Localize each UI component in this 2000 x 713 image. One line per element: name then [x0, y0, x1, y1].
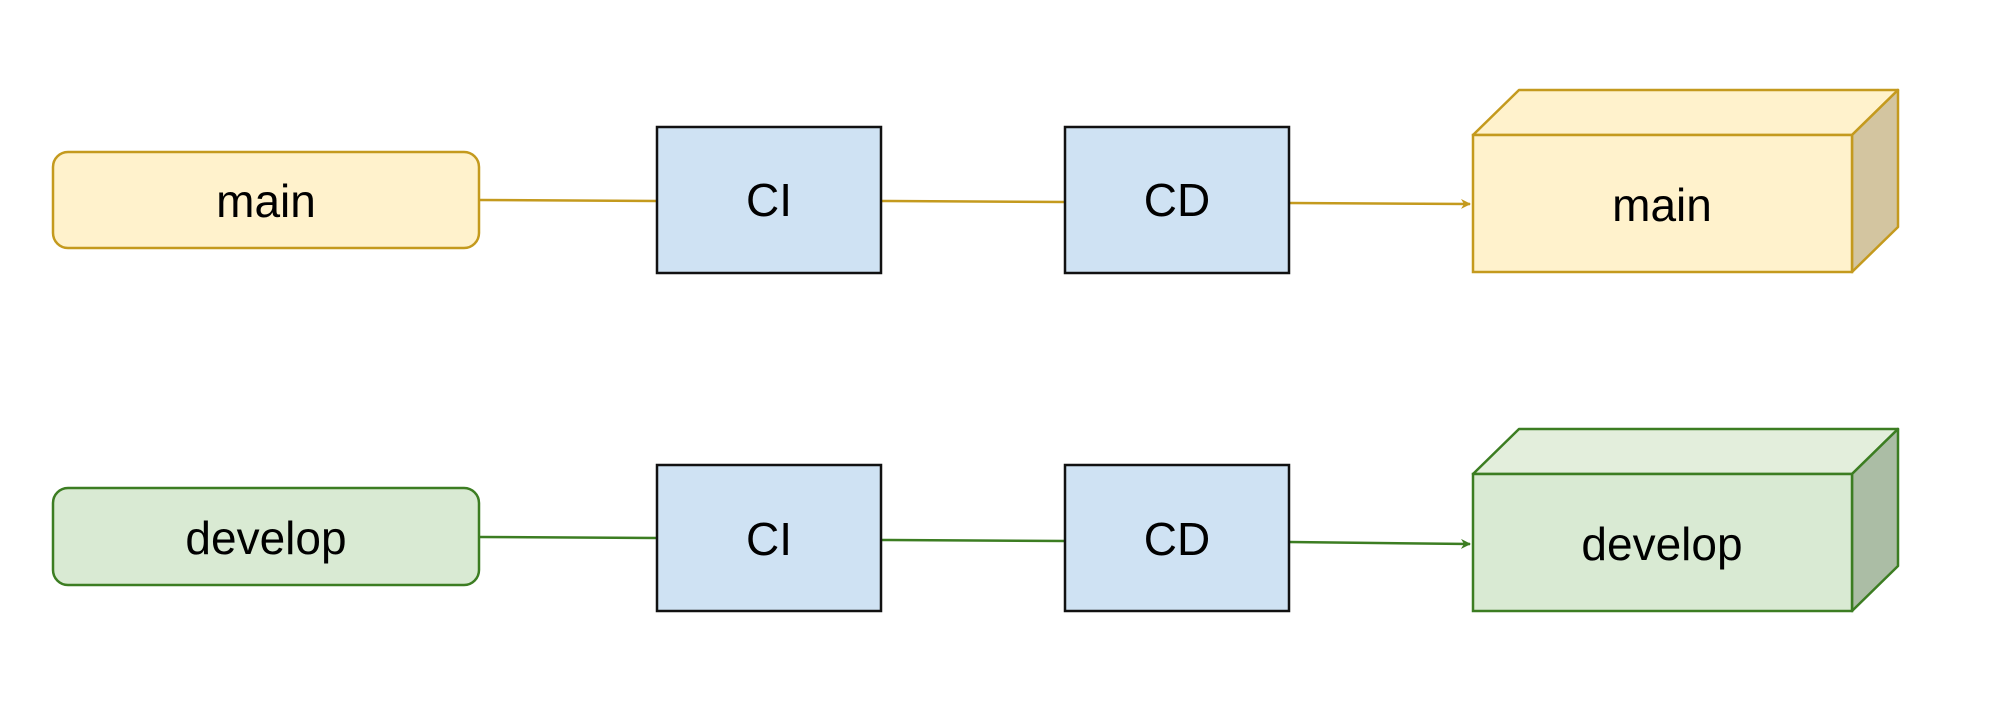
step-node-ci[interactable]: CI	[655, 125, 883, 275]
branch-node-main[interactable]: main	[51, 150, 481, 250]
connector-main-to-ci	[479, 198, 659, 203]
environment-box-develop[interactable]: develop	[1471, 427, 1900, 613]
environment-box-label: main	[1612, 179, 1712, 231]
box-top-face	[1471, 88, 1900, 137]
step-node-cd[interactable]: CD	[1063, 463, 1291, 613]
arrow-cd-to-main-target	[1288, 198, 1471, 209]
step-node-label: CI	[746, 513, 792, 565]
step-node-label: CD	[1144, 513, 1210, 565]
step-node-label: CI	[746, 174, 792, 226]
step-node-label: CD	[1144, 174, 1210, 226]
environment-box-main[interactable]: main	[1471, 88, 1900, 274]
connector-ci-to-cd	[880, 199, 1067, 204]
branch-node-develop[interactable]: develop	[51, 486, 481, 587]
step-node-cd[interactable]: CD	[1063, 125, 1291, 275]
box-front-face	[1471, 133, 1854, 274]
pipeline-main: main CI CD main	[51, 88, 1900, 275]
pipeline-develop: develop CI CD develop	[51, 427, 1900, 613]
box-front-face	[1471, 472, 1854, 613]
connector-ci-to-cd	[880, 538, 1067, 543]
environment-box-label: develop	[1581, 518, 1742, 570]
connector-develop-to-ci	[479, 535, 659, 540]
branch-node-label: develop	[185, 512, 346, 564]
arrow-cd-to-develop-target	[1288, 538, 1471, 549]
box-top-face	[1471, 427, 1900, 476]
branch-node-label: main	[216, 175, 316, 227]
step-node-ci[interactable]: CI	[655, 463, 883, 613]
